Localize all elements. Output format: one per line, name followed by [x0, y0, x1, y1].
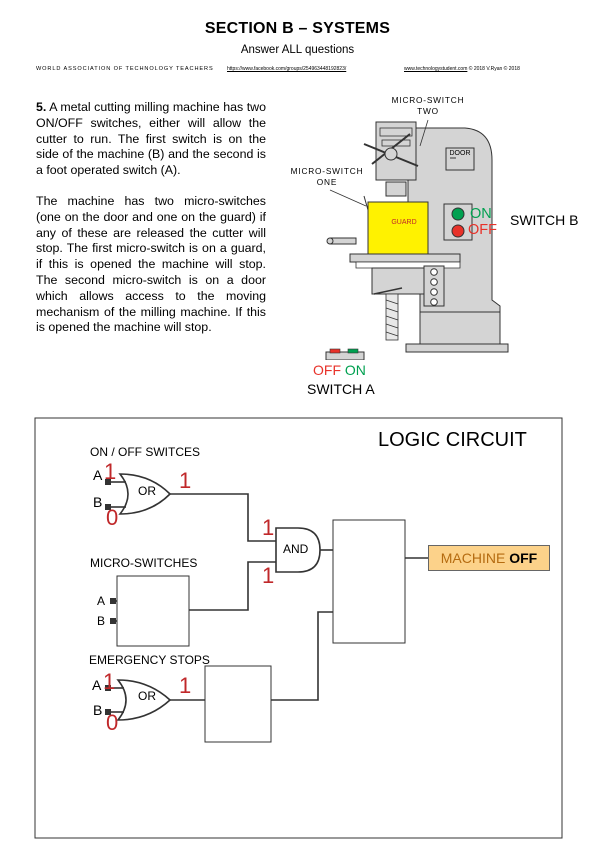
or1-input-b-terminal	[105, 504, 111, 510]
switch-b-on-button	[451, 207, 465, 221]
foot-switch-off-pad	[329, 348, 341, 354]
machine-label: MACHINE	[440, 550, 506, 566]
emergency-input-a: A	[92, 677, 102, 693]
or2-output-value: 1	[179, 673, 192, 698]
question-text-1: A metal cutting milling machine has two …	[36, 100, 267, 178]
leader-micro-switch-two	[419, 119, 429, 147]
micro-switch-two-line-1: MICRO-SWITCH	[391, 95, 465, 105]
micro-switch-gate-box	[116, 575, 190, 647]
door-panel	[445, 147, 475, 171]
question-number: 5.	[36, 100, 47, 114]
control-button-4	[430, 298, 438, 306]
switch-b-off-text: OFF	[468, 222, 497, 238]
or-gate-1-label: OR	[138, 484, 156, 498]
micro-input-a-terminal	[110, 598, 116, 604]
website-link[interactable]: www.technologystudent.com	[404, 66, 468, 72]
switch-a-on-text: ON	[344, 362, 366, 378]
or2-input-a-terminal	[105, 685, 111, 691]
switch-a-states: OFF ON	[313, 362, 366, 378]
elevating-screw	[385, 293, 399, 341]
facebook-group-link[interactable]: https://www.facebook.com/groups/25496344…	[227, 66, 347, 72]
onoff-a-value: 1	[104, 459, 117, 484]
milling-machine-illustration: DOOR GUARD	[325, 121, 509, 360]
guard-label: GUARD	[391, 219, 416, 226]
onoff-input-a: A	[93, 467, 103, 483]
page-title: SECTION B – SYSTEMS	[204, 20, 391, 37]
micro-switches-heading: MICRO-SWITCHES	[90, 556, 198, 570]
machine-status-box: MACHINE OFF	[428, 545, 550, 571]
page-subtitle: Answer ALL questions	[240, 44, 355, 56]
machine-leader-lines	[329, 119, 429, 207]
and-input-1-value: 1	[262, 515, 275, 540]
foot-switch-on-pad	[347, 348, 359, 354]
knee-handle	[373, 287, 403, 295]
or-gate-1	[118, 473, 172, 515]
machine-foot	[405, 343, 509, 353]
question-paragraph-2: The machine has two micro-switches (one …	[36, 194, 266, 335]
control-panel	[423, 265, 445, 307]
guard-hinge	[363, 195, 369, 211]
micro-input-a: A	[97, 594, 106, 608]
machine-state: OFF	[509, 550, 538, 566]
micro-input-b-terminal	[110, 618, 116, 624]
organisation-name: WORLD ASSOCIATION OF TECHNOLOGY TEACHERS	[36, 66, 214, 72]
emergency-b-value: 0	[106, 710, 119, 735]
or1-output-value: 1	[179, 468, 192, 493]
and-gate-label: AND	[283, 542, 309, 556]
micro-to-and-wire	[189, 561, 276, 611]
logic-frame	[34, 417, 563, 839]
spindle-head-groove	[379, 127, 413, 137]
machine-base	[419, 311, 501, 345]
micro-input-b: B	[97, 614, 106, 628]
or2-input-b-terminal	[105, 709, 111, 715]
control-button-3	[430, 288, 438, 296]
spindle	[385, 181, 407, 197]
and-input-2-value: 1	[262, 563, 275, 588]
onoff-heading: ON / OFF SWITCES	[90, 445, 200, 459]
leader-micro-switch-one	[329, 189, 367, 207]
switch-b-off-button	[451, 224, 465, 238]
onoff-input-b: B	[93, 494, 103, 510]
or-gate-2-label: OR	[138, 689, 156, 703]
emergency-stops-heading: EMERGENCY STOPS	[89, 653, 210, 667]
door-label: DOOR	[450, 150, 471, 157]
micro-switch-one-line-2: ONE	[316, 177, 338, 187]
guard-panel	[367, 201, 429, 255]
switch-a-off-text: OFF	[313, 362, 341, 378]
control-button-1	[430, 268, 438, 276]
foot-switch-a	[325, 351, 365, 360]
onoff-b-value: 0	[106, 505, 119, 530]
screw-thread	[385, 299, 399, 337]
or1-to-and-wire	[170, 493, 276, 542]
or1-input-a-terminal	[105, 479, 111, 485]
final-gate-box	[332, 519, 406, 644]
emergency-gate-box	[204, 665, 272, 743]
switch-b-on-text: ON	[470, 206, 492, 222]
switch-a-label: SWITCH A	[307, 381, 375, 397]
website-credit: www.technologystudent.com © 2018 V.Ryan …	[404, 66, 520, 72]
micro-switch-two-line-2: TWO	[417, 106, 439, 116]
question-paragraph-1: 5. A metal cutting milling machine has t…	[36, 100, 266, 179]
emergency-input-b: B	[93, 702, 103, 718]
micro-switch-one-line-1: MICRO-SWITCH	[290, 166, 364, 176]
control-button-2	[430, 278, 438, 286]
emergency-to-final-wire	[271, 611, 333, 701]
emergency-a-value: 1	[103, 669, 116, 694]
handle-hub	[384, 147, 398, 161]
table-handle-knob	[326, 237, 334, 245]
copyright-text: © 2018 V.Ryan © 2018	[468, 66, 520, 72]
or-gate-2	[116, 679, 172, 721]
switch-b-label: SWITCH B	[510, 212, 579, 228]
logic-circuit-title: LOGIC CIRCUIT	[378, 429, 527, 451]
